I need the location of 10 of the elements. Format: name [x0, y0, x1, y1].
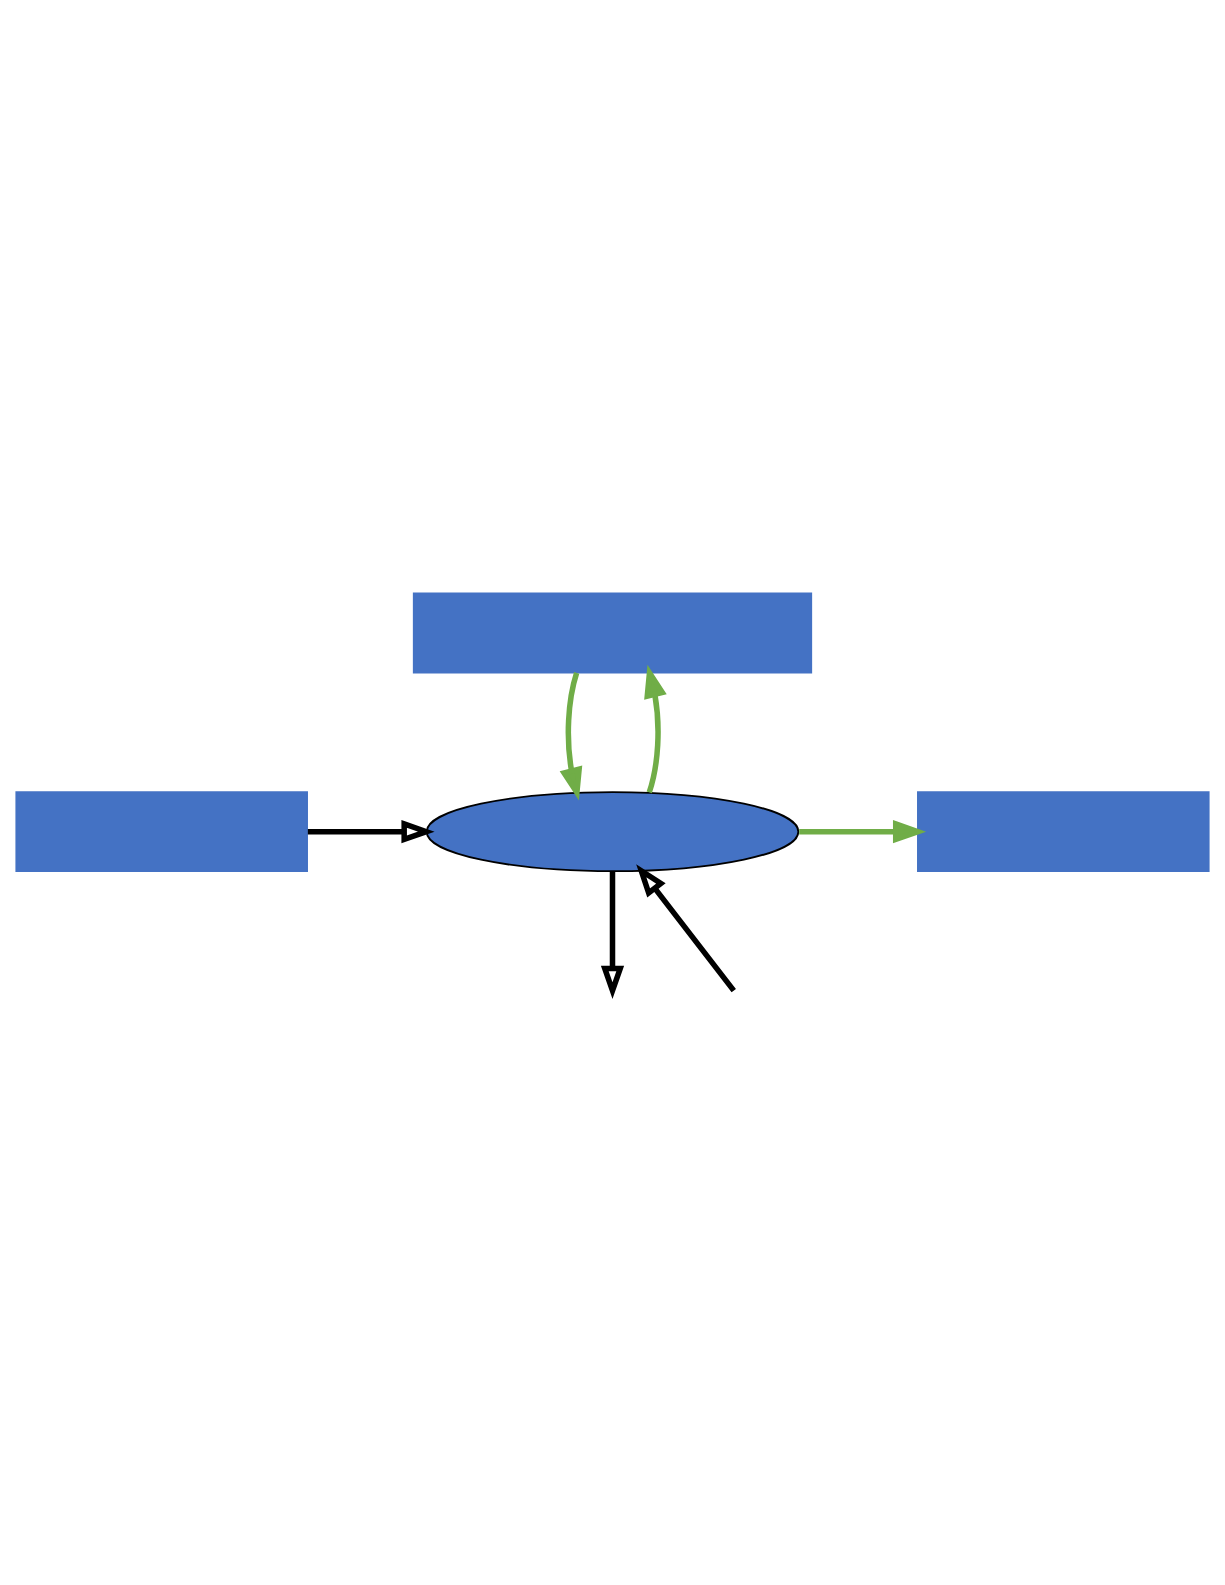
- arrow: [600, 871, 625, 999]
- arrow: [307, 819, 435, 843]
- node-ellipse: [425, 790, 800, 872]
- arrow: [636, 863, 736, 992]
- arrow: [799, 819, 927, 843]
- arrow: [559, 671, 583, 801]
- arrow: [644, 664, 667, 793]
- node-box: [15, 790, 308, 872]
- node-box: [917, 790, 1210, 872]
- node-box: [412, 591, 813, 673]
